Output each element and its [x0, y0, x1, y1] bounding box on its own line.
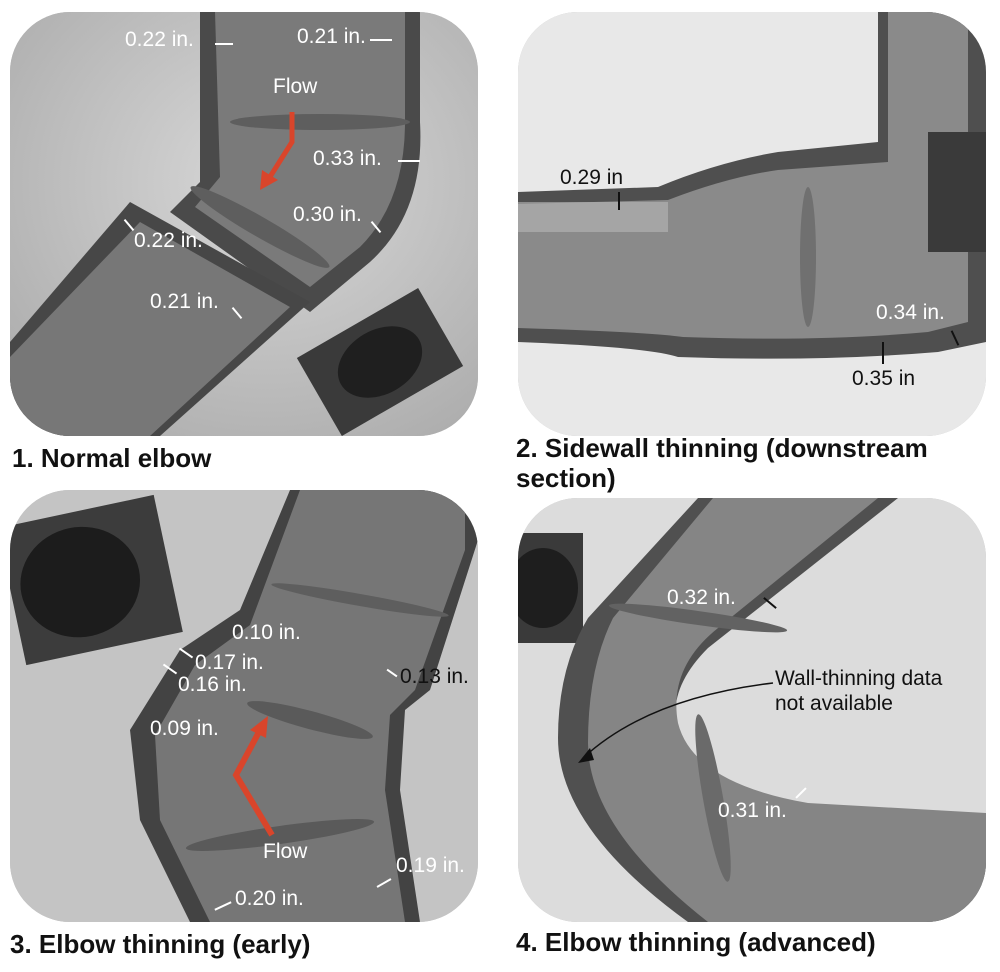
label-leader	[215, 43, 233, 45]
flow-label: Flow	[263, 840, 308, 863]
label-leader	[370, 39, 392, 41]
xray-panel-normal-elbow: 0.22 in. 0.21 in. Flow 0.33 in. 0.30 in.…	[10, 12, 478, 436]
xray-panel-advanced-thinning: 0.32 in. Wall-thinning data not availabl…	[518, 498, 986, 922]
xray-image-early-thinning	[10, 490, 478, 922]
thickness-label: 0.32 in.	[667, 586, 736, 609]
annotation-text: not available	[775, 692, 893, 715]
xray-panel-early-thinning: 0.10 in. 0.17 in. 0.16 in. 0.13 in. 0.09…	[10, 490, 478, 922]
xray-image-advanced-thinning	[518, 498, 986, 922]
thickness-label: 0.21 in.	[150, 290, 219, 313]
annotation-text: Wall-thinning data	[775, 667, 943, 690]
panel-caption: 4. Elbow thinning (advanced)	[516, 927, 876, 957]
thickness-label: 0.13 in.	[400, 665, 469, 688]
thickness-label: 0.17 in.	[195, 651, 264, 674]
thickness-label: 0.29 in	[560, 166, 624, 189]
thickness-label: 0.22 in.	[125, 28, 194, 51]
thickness-label: 0.22 in.	[134, 229, 203, 252]
xray-image-sidewall-thinning	[518, 12, 986, 436]
thickness-label: 0.16 in.	[178, 673, 247, 696]
label-leader	[882, 342, 884, 364]
panel-caption: 3. Elbow thinning (early)	[10, 929, 311, 959]
thickness-label: 0.09 in.	[150, 717, 219, 740]
flow-arrow	[260, 112, 295, 190]
annotation-arrow	[582, 682, 774, 759]
panel-caption-continued: section)	[516, 463, 616, 493]
thickness-label: 0.31 in.	[718, 799, 787, 822]
xray-panel-sidewall-thinning: 0.29 in 0.34 in. 0.35 in	[518, 12, 986, 436]
panel-caption: 1. Normal elbow	[12, 443, 212, 473]
thickness-label: 0.34 in.	[876, 301, 945, 324]
xray-image-normal-elbow	[10, 12, 478, 436]
thickness-label: 0.10 in.	[232, 621, 301, 644]
thickness-label: 0.19 in.	[396, 854, 465, 877]
thickness-label: 0.35 in	[852, 367, 916, 390]
flow-label: Flow	[273, 75, 318, 98]
thickness-label: 0.33 in.	[313, 147, 382, 170]
label-leader	[618, 192, 620, 210]
thickness-label: 0.21 in.	[297, 25, 366, 48]
flow-arrow	[232, 716, 275, 837]
thickness-label: 0.30 in.	[293, 203, 362, 226]
label-leader	[398, 160, 420, 162]
thickness-label: 0.20 in.	[235, 887, 304, 910]
panel-caption: 2. Sidewall thinning (downstream	[516, 433, 928, 463]
